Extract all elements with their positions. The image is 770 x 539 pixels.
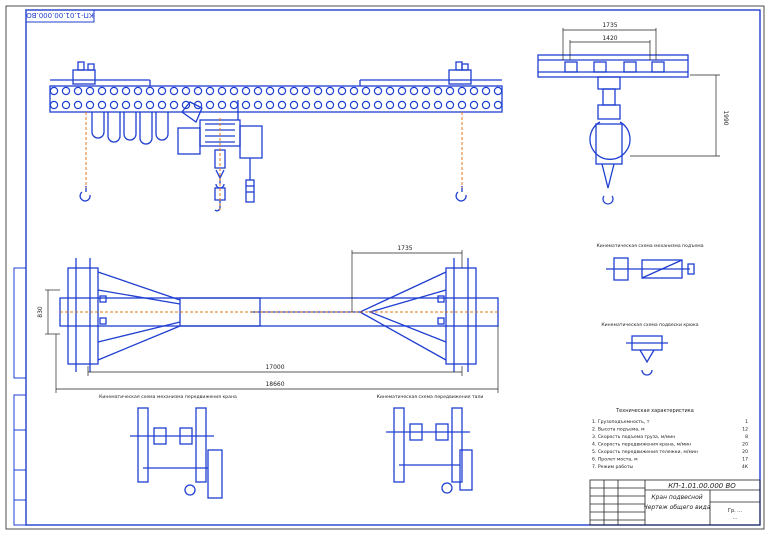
dim-top-span-upper: 1735 xyxy=(602,22,617,29)
hoist-kinematic-scheme xyxy=(606,257,695,281)
title-block-code: КП-1.01.00.000 ВО xyxy=(668,482,736,490)
spec-label: 4. Скорость передвижения крана, м/мин xyxy=(592,442,691,448)
spec-label: 7. Режим работы xyxy=(592,464,634,470)
dim-plan-left-height: 830 xyxy=(37,306,44,318)
spec-value: 12 xyxy=(742,427,748,433)
plan-dimensions xyxy=(45,250,499,393)
dim-plan-span-inner: 17000 xyxy=(265,364,284,371)
dim-side-height: 1990 xyxy=(722,110,729,125)
crane-travel-kinematic-scheme xyxy=(130,407,223,499)
outer-frame xyxy=(5,5,765,530)
title-block xyxy=(589,479,761,526)
spec-value: 20 xyxy=(742,442,748,448)
front-elevation xyxy=(49,61,503,212)
spec-value: 4К xyxy=(742,464,749,470)
front-axis-lines xyxy=(85,112,463,210)
dim-top-span-lower: 1420 xyxy=(602,35,617,42)
hook-kinematic-scheme xyxy=(626,335,668,376)
plan-view xyxy=(59,258,499,372)
dim-plan-span-outer: 18660 xyxy=(265,381,284,388)
spec-label: 1. Грузоподъемность, т xyxy=(592,419,650,425)
left-stamp-column xyxy=(13,267,27,526)
spec-value: 20 xyxy=(742,449,748,455)
specs-list: 1. Грузоподъемность, т 1 2. Высота подъема… xyxy=(592,419,749,470)
title-block-name-line2: Чертеж общего вида xyxy=(644,504,711,511)
hoist-travel-kinematic-scheme xyxy=(386,407,473,494)
top-stamp-code: КП-1.01.00.000.ВО xyxy=(26,11,94,19)
caption-hoist-kinematic: Кинематическая схема механизма подъема xyxy=(596,243,703,249)
caption-crane-travel-kinematic: Кинематическая схема механизма передвиже… xyxy=(99,394,237,400)
specs-heading: Техническая характеристика xyxy=(615,408,694,414)
title-block-name-line1: Кран подвесной xyxy=(651,494,702,501)
caption-hook-kinematic: Кинематическая схема подвески крюка xyxy=(601,322,698,328)
spec-value: 17 xyxy=(742,457,748,463)
spec-label: 2. Высота подъема, м xyxy=(592,427,645,433)
side-view xyxy=(537,54,689,205)
title-block-org-line1: Гр. ... xyxy=(728,508,743,514)
spec-label: 5. Скорость передвижения тележки, м/мин xyxy=(592,449,698,455)
caption-hoist-travel-kinematic: Кинематическая схема передвижения тали xyxy=(377,394,484,400)
spec-value: 1 xyxy=(745,419,748,425)
spec-value: 8 xyxy=(745,434,748,440)
spec-label: 3. Скорость подъема груза, м/мин xyxy=(592,434,675,440)
spec-label: 6. Пролет моста, м xyxy=(592,457,638,463)
side-dimensions xyxy=(562,28,720,157)
title-block-org-line2: ... xyxy=(733,515,738,521)
top-stamp: КП-1.01.00.000.ВО xyxy=(25,9,95,23)
dim-plan-offset: 1735 xyxy=(397,245,412,252)
